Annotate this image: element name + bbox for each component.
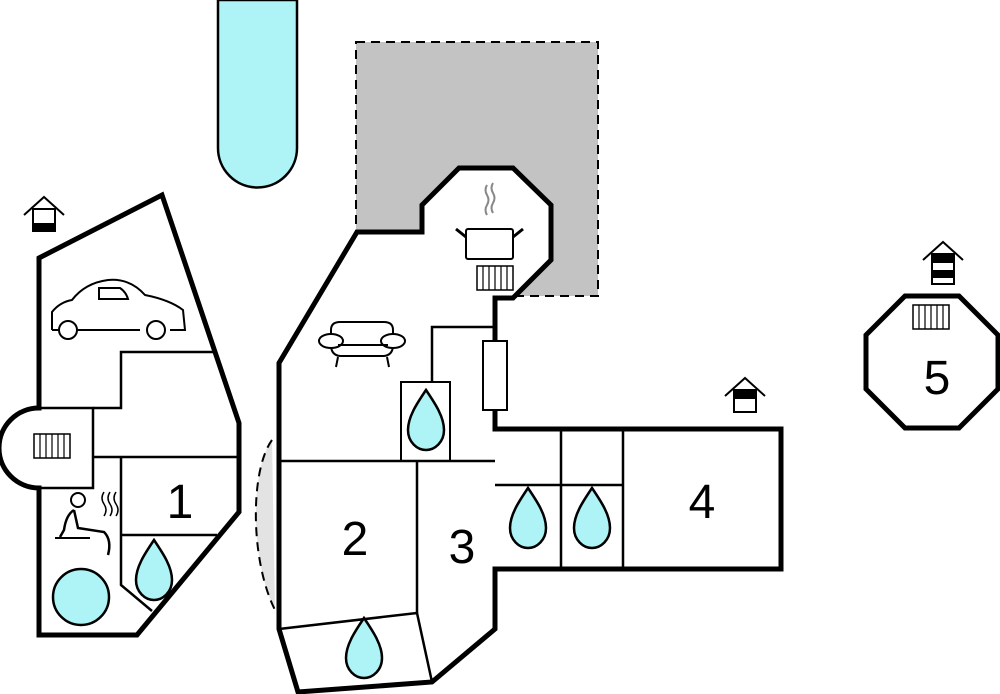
radiator-icon xyxy=(912,304,950,330)
house-icon xyxy=(23,196,65,232)
house-icon xyxy=(724,377,766,413)
room-number-4: 4 xyxy=(689,476,716,529)
hot-tub-icon xyxy=(51,567,111,627)
room-number-2: 2 xyxy=(342,513,369,566)
pool-icon xyxy=(216,0,299,189)
sofa-icon xyxy=(318,321,406,368)
radiator-icon xyxy=(33,433,71,459)
building-left: 1 xyxy=(0,191,242,638)
room-number-3: 3 xyxy=(449,521,476,574)
radiator-icon xyxy=(476,265,514,291)
room-number-5: 5 xyxy=(924,352,951,405)
door xyxy=(482,340,508,411)
room-number-1: 1 xyxy=(167,476,194,529)
car-icon xyxy=(51,278,187,340)
building-5: 5 xyxy=(863,293,1000,431)
building-center: 2 3 4 xyxy=(276,165,784,694)
house-icon xyxy=(922,241,964,285)
cooking-pot-icon xyxy=(455,182,524,260)
sauna-icon xyxy=(55,491,119,556)
terrace-curve xyxy=(254,439,276,611)
